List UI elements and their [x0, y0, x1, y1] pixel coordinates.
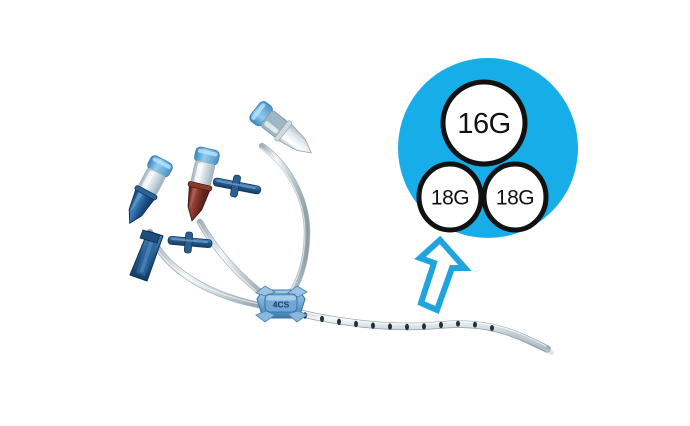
lumen-medial-label: 18G — [431, 187, 469, 210]
lumen-proximal: 18G — [481, 161, 549, 233]
lumen-proximal-label: 18G — [496, 187, 534, 210]
junction-hub-text: 4CS — [273, 300, 290, 310]
extension-hub-proximal — [249, 101, 312, 154]
slide-clamp-medial — [167, 231, 213, 254]
slide-clamp-distal — [129, 229, 164, 282]
lumen-cross-section-callout: 16G 18G 18G — [398, 58, 578, 238]
catheter-shaft — [271, 303, 555, 356]
shaft-depth-markings — [303, 312, 494, 331]
extension-hub-distal — [128, 155, 173, 224]
lumen-distal: 16G — [440, 79, 528, 167]
lumen-distal-label: 16G — [457, 108, 510, 140]
extension-hub-medial — [187, 146, 220, 222]
slide-clamp-proximal — [212, 174, 262, 198]
callout-arrow — [414, 235, 472, 315]
lumen-medial: 18G — [416, 161, 484, 233]
catheter-junction-hub: 4CS — [255, 285, 308, 323]
